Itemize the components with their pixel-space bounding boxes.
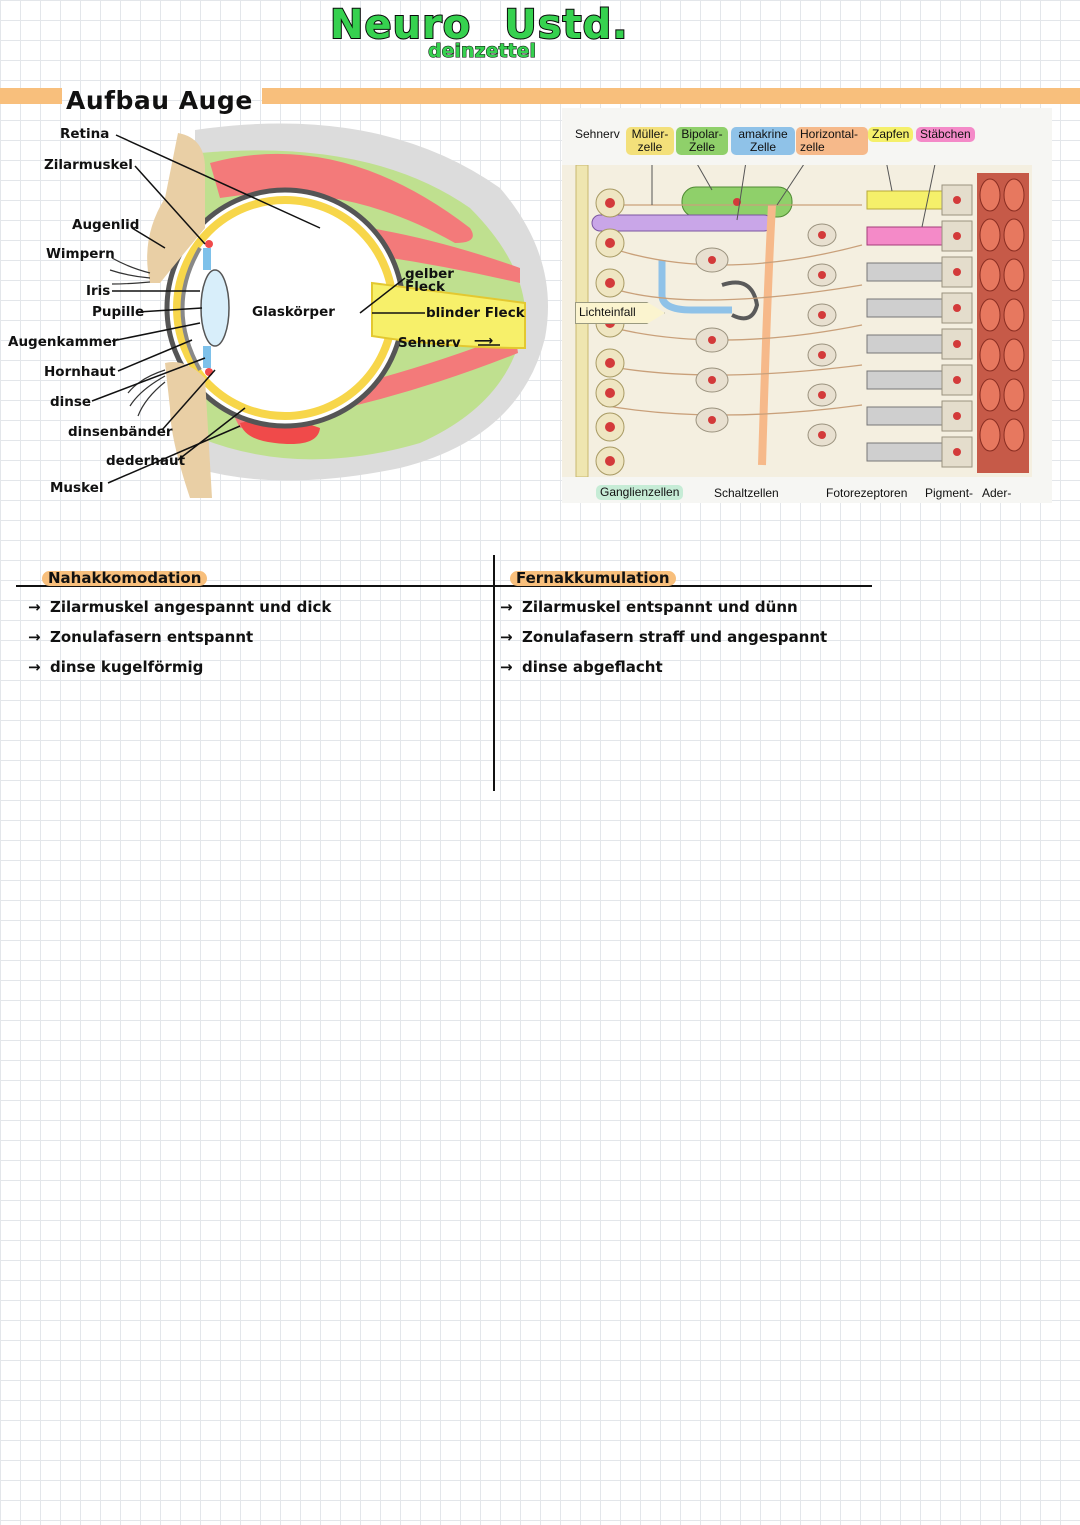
blue-process <box>658 260 732 314</box>
label-muskel: Muskel <box>50 480 104 496</box>
arrow-right-icon: → <box>28 598 41 616</box>
list-item: →Zilarmuskel angespannt und dick <box>28 598 332 616</box>
label-hornhaut: Hornhaut <box>44 364 116 380</box>
pigment-cells <box>979 178 1025 452</box>
arrow-right-icon: → <box>28 628 41 646</box>
retina-leader-lines <box>651 165 936 228</box>
arrow-right-icon: → <box>500 598 513 616</box>
photoreceptor-rows <box>866 190 943 462</box>
eye-cross-section-diagram <box>91 123 548 498</box>
label-ader: Ader- <box>982 486 1012 500</box>
label-sehnerv: Sehnerv <box>398 335 461 351</box>
label-iris: Iris <box>86 283 111 299</box>
label-fotorezeptoren: Fotorezeptoren <box>826 486 908 500</box>
lens <box>200 269 230 347</box>
label-retina: Retina <box>60 126 110 142</box>
leader-lines <box>91 134 500 484</box>
table-horizontal-rule <box>16 585 872 587</box>
ciliary-muscle-bottom <box>205 368 213 376</box>
label-augenkammer: Augenkammer <box>8 334 119 350</box>
list-item: →dinse kugelförmig <box>28 658 204 676</box>
label-lichteinfall: Lichteinfall <box>579 305 636 319</box>
label-glaskoerper: Glaskörper <box>252 304 335 320</box>
list-item: →dinse abgeflacht <box>500 658 663 676</box>
header-bar-left <box>0 88 62 104</box>
arrow-right-icon: → <box>500 658 513 676</box>
tag-sehnerv: Sehnerv <box>575 127 620 141</box>
tag-horizontal-zelle: Horizontal- zelle <box>796 127 868 155</box>
eyelashes-top <box>109 257 151 285</box>
arrow-sehnerv-icon: ⟶ <box>474 333 494 349</box>
label-blinder-fleck: blinder Fleck <box>426 305 525 321</box>
label-wimpern: Wimpern <box>46 246 115 262</box>
horizontal-cell <box>758 204 776 466</box>
header-bar-right <box>262 88 1080 104</box>
cell-nuclei <box>605 196 961 466</box>
lichteinfall-arrow-icon <box>575 302 665 324</box>
eyelashes-bottom <box>127 369 166 417</box>
label-zilarmuskel: Zilarmuskel <box>44 157 133 173</box>
section-title: Aufbau Auge <box>66 86 253 115</box>
label-gelber-fleck: gelber Fleck <box>405 266 454 295</box>
photoreceptor-bodies <box>941 184 973 468</box>
lower-eyelid <box>165 362 212 498</box>
page-title: Neuro Ustd. <box>329 1 629 49</box>
label-linse: dinse <box>50 394 92 410</box>
iris-bottom <box>203 346 211 368</box>
vitreous-body <box>184 207 386 409</box>
label-linsenbaender: dinsenbänder <box>68 424 173 440</box>
label-augenlid: Augenlid <box>72 217 140 233</box>
heading-nahakkomodation: Nahakkomodation <box>42 571 208 586</box>
ciliary-muscle-top <box>205 240 213 248</box>
title-word: Neuro <box>329 1 472 49</box>
tag-ganglienzellen: Ganglienzellen <box>596 485 684 500</box>
amacrine-cell <box>591 214 773 232</box>
tag-bipolar-zelle: Bipolar- Zelle <box>676 127 728 155</box>
label-pupille: Pupille <box>92 304 145 320</box>
tag-mueller-zelle: Müller- zelle <box>626 127 674 155</box>
upper-muscle <box>210 153 473 243</box>
list-item: →Zonulafasern entspannt <box>28 628 254 646</box>
heading-fernakkumulation: Fernakkumulation <box>510 571 676 586</box>
iris-top <box>203 248 211 270</box>
arrow-right-icon: → <box>28 658 41 676</box>
label-pigment: Pigment- <box>925 486 974 500</box>
near-accommodation-list: →Zilarmuskel angespannt und dick →Zonula… <box>28 598 331 688</box>
list-item: →Zilarmuskel entspannt und dünn <box>500 598 798 616</box>
far-accommodation-list: →Zilarmuskel entspannt und dünn →Zonulaf… <box>500 598 827 688</box>
tag-zapfen: Zapfen <box>868 127 914 142</box>
list-item: →Zonulafasern straff und angespannt <box>500 628 828 646</box>
page-subtitle: deinzettel <box>427 40 537 63</box>
optic-nerve <box>371 281 526 350</box>
tag-staebchen: Stäbchen <box>916 127 975 142</box>
rod-cell-highlight <box>866 226 943 246</box>
label-schaltzellen: Schaltzellen <box>714 486 779 500</box>
table-vertical-rule <box>493 555 495 791</box>
title-suffix: Ustd. <box>503 1 629 49</box>
cone-cell <box>866 190 943 210</box>
label-lederhaut: dederhaut <box>106 453 186 469</box>
tag-amakrine-zelle: amakrine Zelle <box>731 127 795 155</box>
arrow-right-icon: → <box>500 628 513 646</box>
